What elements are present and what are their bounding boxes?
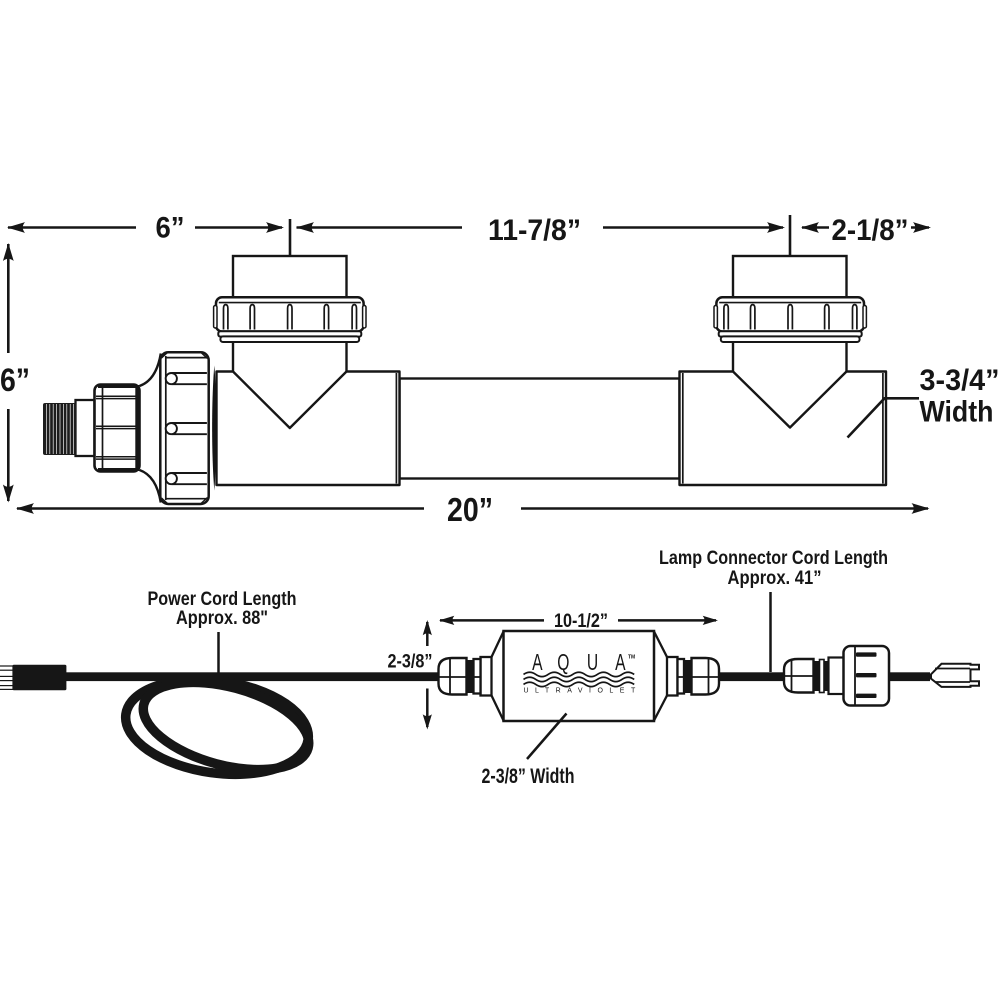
svg-text:10-1/2”: 10-1/2” [554, 611, 608, 632]
svg-text:2-1/8”: 2-1/8” [832, 214, 909, 247]
svg-text:Approx. 88": Approx. 88" [176, 608, 268, 629]
svg-text:3-3/4”: 3-3/4” [920, 364, 1000, 397]
svg-text:20”: 20” [447, 491, 493, 528]
svg-text:A: A [532, 650, 543, 676]
svg-text:Power Cord Length: Power Cord Length [148, 589, 297, 610]
svg-text:2-3/8”: 2-3/8” [388, 652, 433, 673]
svg-text:U: U [587, 650, 598, 676]
svg-text:Approx. 41”: Approx. 41” [728, 568, 822, 589]
svg-text:A: A [615, 650, 626, 676]
svg-text:Lamp Connector Cord Length: Lamp Connector Cord Length [659, 548, 888, 569]
svg-text:Width: Width [920, 396, 994, 429]
svg-text:11-7/8”: 11-7/8” [488, 214, 581, 247]
svg-text:2-3/8” Width: 2-3/8” Width [482, 765, 575, 788]
svg-text:ULTRAVIOLET: ULTRAVIOLET [523, 688, 641, 695]
svg-text:6”: 6” [0, 362, 30, 398]
svg-text:Q: Q [557, 650, 569, 676]
svg-text:6”: 6” [156, 212, 185, 245]
svg-text:TM: TM [628, 655, 635, 661]
